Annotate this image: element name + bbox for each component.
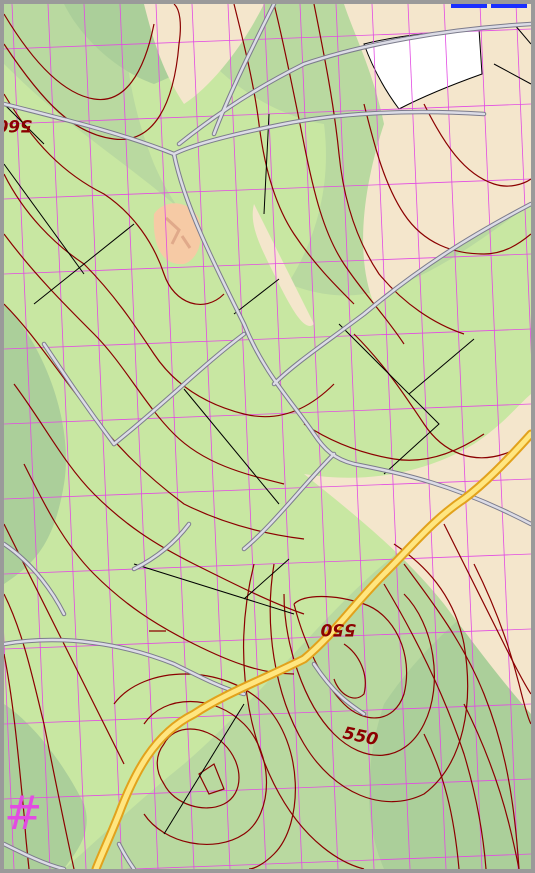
grid-line [191, 4, 231, 869]
contour-line [283, 593, 435, 756]
grid-line [83, 4, 123, 869]
contour-line [403, 563, 520, 869]
grid-line [227, 4, 267, 869]
grid-line [479, 4, 519, 869]
grid-line [371, 4, 411, 869]
light-green-area [4, 64, 531, 869]
footpath [408, 338, 475, 395]
contour-line [4, 4, 181, 140]
contour-label-560: 560 [4, 115, 32, 135]
contour-line [383, 583, 487, 869]
grid-line [4, 403, 531, 425]
footpath [4, 103, 45, 145]
footpaths [4, 23, 531, 835]
contour-line [4, 173, 335, 418]
footpath [163, 703, 245, 835]
contour-line [156, 728, 240, 809]
footpath [243, 558, 290, 600]
footpath [233, 278, 280, 315]
contour-line [303, 423, 485, 461]
contour-line [363, 103, 531, 255]
contour-line [113, 673, 296, 869]
contour-line [143, 700, 268, 845]
contour-line [423, 733, 460, 869]
footpath [33, 223, 135, 305]
contour-line [313, 4, 465, 335]
footpath [263, 113, 270, 215]
footpath [4, 163, 85, 275]
grid-line [299, 4, 339, 869]
grid-line [4, 478, 531, 500]
grid-hash-symbol: # [4, 786, 43, 840]
grid-line [335, 4, 375, 869]
grid-line [125, 853, 531, 869]
grid-line [4, 628, 531, 650]
grid-line [4, 632, 15, 869]
contour-line [198, 763, 225, 795]
contour-line [269, 543, 469, 803]
contour-line [273, 4, 405, 345]
grid-line [263, 4, 303, 869]
contour-line [13, 383, 305, 615]
contour-line [473, 563, 531, 725]
roads [4, 4, 531, 869]
footpath [493, 63, 531, 85]
footpath [183, 388, 280, 505]
building [164, 216, 192, 249]
contour-line [23, 463, 295, 675]
indicator-segment [451, 4, 487, 8]
grid-line [4, 103, 531, 125]
grid-line [515, 4, 531, 355]
corner-indicator [451, 4, 527, 8]
grid-line [119, 4, 159, 869]
contour-line [4, 93, 225, 305]
grid-line [4, 703, 531, 725]
contour-line [423, 103, 531, 187]
field-area [252, 204, 314, 326]
topographic-map[interactable]: 560 550 550 # [4, 4, 531, 869]
contour-line [4, 593, 75, 869]
contour-line [463, 703, 520, 869]
grid-lines [4, 4, 531, 869]
footpath [338, 323, 440, 475]
grid-line [4, 178, 531, 200]
footpath [513, 23, 531, 45]
contour-label-550-upper: 550 [320, 619, 356, 639]
grid-line [407, 4, 447, 869]
contour-line [4, 233, 285, 485]
contour-line [4, 303, 305, 540]
contour-line [4, 13, 155, 101]
indicator-segment [491, 4, 527, 8]
contour-lines [4, 4, 531, 869]
grid-line [4, 553, 531, 575]
footpath [133, 563, 295, 615]
contour-line [243, 563, 365, 869]
grid-line [47, 4, 87, 869]
highway [91, 429, 531, 869]
grid-line [4, 328, 531, 350]
contour-line [333, 643, 366, 699]
field-area [304, 394, 531, 714]
contour-line [443, 523, 531, 695]
